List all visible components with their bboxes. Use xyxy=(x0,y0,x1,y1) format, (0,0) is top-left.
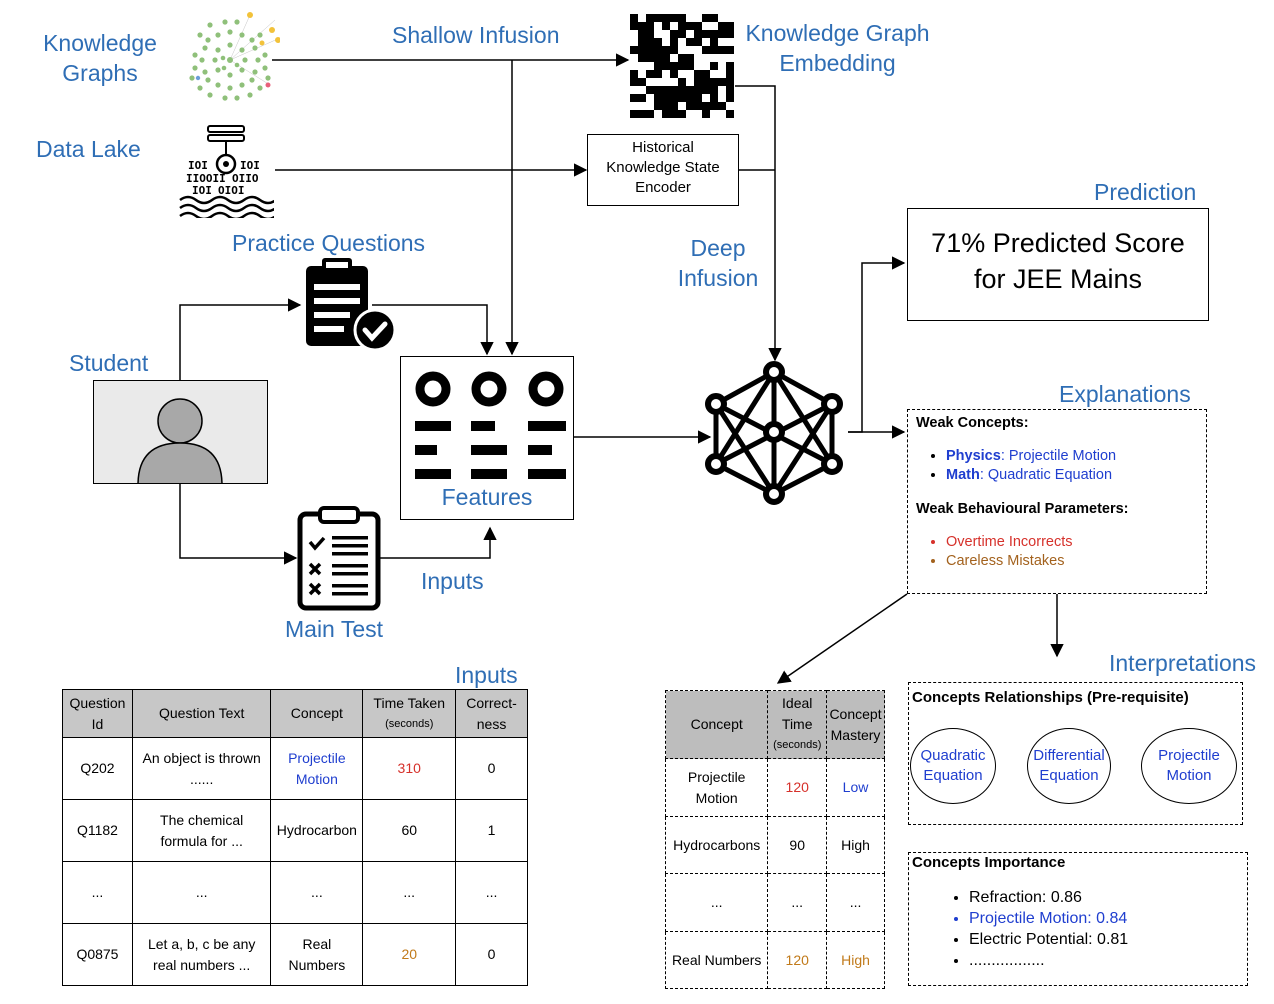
table-row: Projectile Motion 120 Low xyxy=(664,758,885,817)
svg-text:IIOOII: IIOOII xyxy=(186,172,226,185)
svg-text:OIOI: OIOI xyxy=(218,184,245,197)
arrow-net-to-prediction xyxy=(848,256,906,433)
prediction-label: Prediction xyxy=(1094,179,1197,205)
col-header: Concept xyxy=(664,690,769,759)
table-row: Hydrocarbons 90 High xyxy=(664,816,885,874)
arrow-practice-to-features xyxy=(179,298,302,380)
knowledge-graphs-label: Knowledge Graphs xyxy=(43,30,157,86)
explanations-label: Explanations xyxy=(1059,381,1191,407)
inputs-flow-label: Inputs xyxy=(421,568,484,594)
data-lake-label: Data Lake xyxy=(36,136,141,162)
inputs-table-title: Inputs xyxy=(455,662,518,688)
concept-node-projectile: Projectile Motion xyxy=(1141,728,1237,804)
weak-concept-item: Physics: Projectile Motion xyxy=(946,447,1206,466)
arrow-explanations-to-mastery xyxy=(776,593,908,684)
prediction-exam: for JEE Mains xyxy=(973,264,1143,294)
concept-mastery-table: Concept Ideal Time(seconds) Concept Mast… xyxy=(664,690,885,989)
arrow-student-to-maintest xyxy=(179,484,298,565)
svg-text:OIIO: OIIO xyxy=(232,172,259,185)
clipboard-check-icon xyxy=(306,258,397,352)
svg-text:IOI: IOI xyxy=(192,184,212,197)
col-header: Ideal Time(seconds) xyxy=(767,690,828,759)
student-label: Student xyxy=(69,350,149,376)
table-row: ... ... ... ... ... xyxy=(62,861,528,924)
col-header: Question Id xyxy=(62,689,133,738)
shallow-infusion-label: Shallow Infusion xyxy=(392,22,560,48)
data-lake-icon: IOI IOI IIOOII OIIO IOI OIOI xyxy=(179,125,274,218)
prediction-box: 71% Predicted Score for JEE Mains xyxy=(907,208,1209,321)
weak-behaviour-item: Careless Mistakes xyxy=(946,552,1206,571)
arrow-practice-down xyxy=(372,304,494,356)
deep-infusion-label: Deep Infusion xyxy=(677,235,759,291)
embedding-matrix-icon xyxy=(630,14,734,118)
features-box xyxy=(400,356,574,520)
knowledge-state-encoder-box: Historical Knowledge State Encoder xyxy=(587,134,739,206)
student-avatar-frame xyxy=(93,380,268,484)
explanations-box: Weak Concepts: Physics: Projectile Motio… xyxy=(907,409,1207,594)
svg-text:IOI: IOI xyxy=(240,159,260,172)
neural-network-icon xyxy=(705,361,843,505)
svg-text:IOI: IOI xyxy=(188,159,208,172)
concept-node-quadratic: Quadratic Equation xyxy=(910,728,996,804)
concept-importance-title: Concepts Importance xyxy=(912,854,1066,871)
table-row: Q202 An object is thrown ...... Projecti… xyxy=(62,737,528,800)
table-row: Q1182 The chemical formula for ... Hydro… xyxy=(62,799,528,862)
weak-behaviour-title: Weak Behavioural Parameters: xyxy=(916,501,1129,517)
arrow-maintest-to-features xyxy=(380,526,497,559)
mastery-table-header: Concept Ideal Time(seconds) Concept Mast… xyxy=(664,690,885,759)
weak-behaviour-item: Overtime Incorrects xyxy=(946,533,1206,552)
person-icon xyxy=(137,398,223,483)
inputs-table-header: Question Id Question Text Concept Time T… xyxy=(62,689,528,738)
weak-concept-item: Math: Quadratic Equation xyxy=(946,466,1206,485)
table-row: Real Numbers 120 High xyxy=(664,931,885,989)
predicted-score: 71% Predicted Score xyxy=(931,228,1185,258)
features-icon xyxy=(415,371,566,479)
test-checklist-icon xyxy=(297,506,381,611)
concept-importance-box: Concepts Importance Refraction: 0.86 Pro… xyxy=(908,852,1248,986)
main-test-label: Main Test xyxy=(285,616,384,642)
col-header: Concept xyxy=(270,689,364,738)
col-header: Correct-ness xyxy=(455,689,528,738)
importance-item: Projectile Motion: 0.84 xyxy=(969,908,1247,929)
interpretations-label: Interpretations xyxy=(1109,650,1257,676)
importance-item: Refraction: 0.86 xyxy=(969,887,1247,908)
weak-concepts-list: Physics: Projectile Motion Math: Quadrat… xyxy=(916,447,1206,485)
weak-concepts-title: Weak Concepts: xyxy=(916,415,1029,431)
arrow-embedding-to-net xyxy=(735,85,782,362)
concept-node-differential: Differential Equation xyxy=(1027,728,1111,804)
features-label: Features xyxy=(441,484,533,510)
table-row: ... ... ... xyxy=(664,873,885,932)
concept-importance-list: Refraction: 0.86 Projectile Motion: 0.84… xyxy=(909,887,1247,971)
inputs-table: Question Id Question Text Concept Time T… xyxy=(62,689,528,986)
table-row: Q0875 Let a, b, c be any real numbers ..… xyxy=(62,923,528,986)
col-header: Question Text xyxy=(131,689,272,738)
knowledge-graph-icon xyxy=(189,12,280,101)
practice-questions-label: Practice Questions xyxy=(232,230,426,256)
col-header: Concept Mastery xyxy=(826,690,885,759)
col-header: Time Taken(seconds) xyxy=(362,689,457,738)
importance-item: ................. xyxy=(969,950,1247,971)
kg-embedding-label: Knowledge Graph Embedding xyxy=(745,20,930,76)
concept-relationships-title: Concepts Relationships (Pre-requisite) xyxy=(912,689,1189,706)
weak-behaviour-list: Overtime Incorrects Careless Mistakes xyxy=(916,533,1206,571)
importance-item: Electric Potential: 0.81 xyxy=(969,929,1247,950)
